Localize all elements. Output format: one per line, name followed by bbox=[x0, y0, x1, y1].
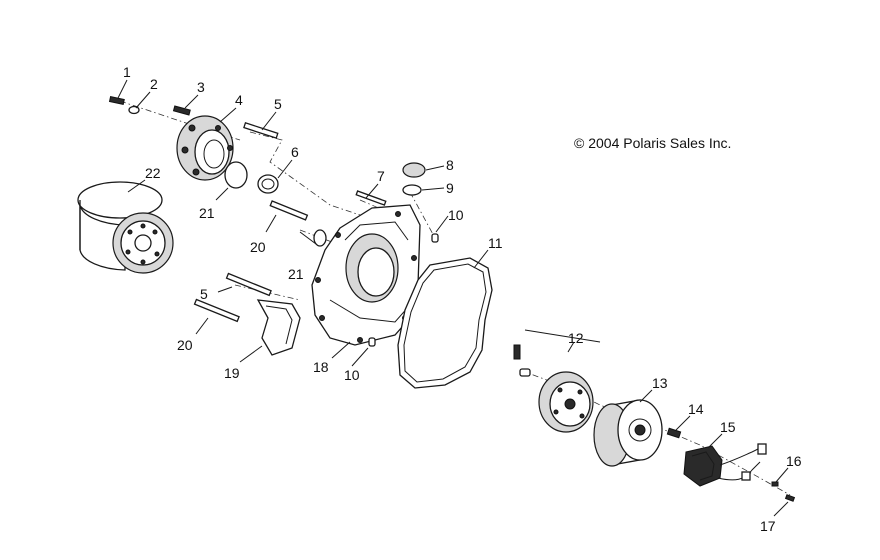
o-ring-part-9 bbox=[402, 184, 422, 196]
washer-part-2 bbox=[128, 105, 140, 115]
callout-19: 19 bbox=[224, 365, 240, 381]
o-ring-part-21-upper bbox=[224, 161, 248, 189]
bolt-part-1 bbox=[108, 95, 125, 105]
o-ring-part-21-lower bbox=[313, 229, 327, 247]
callout-5-lower: 5 bbox=[200, 286, 208, 302]
screw-part-17 bbox=[784, 494, 796, 502]
oil-filter-part-22 bbox=[77, 181, 174, 274]
callout-4: 4 bbox=[235, 92, 243, 108]
callout-18: 18 bbox=[313, 359, 329, 375]
bolt-part-20-lower bbox=[193, 298, 240, 323]
gasket-part-6 bbox=[257, 174, 279, 194]
callout-21-upper: 21 bbox=[199, 205, 215, 221]
callout-8: 8 bbox=[446, 157, 454, 173]
screw-part-16 bbox=[771, 481, 779, 487]
callout-21-lower: 21 bbox=[288, 266, 304, 282]
filter-housing-part-4 bbox=[176, 115, 234, 181]
crankcase-cover-part-18 bbox=[311, 204, 421, 346]
bolt-part-3 bbox=[172, 105, 191, 116]
callout-12: 12 bbox=[568, 330, 584, 346]
bracket-part-19 bbox=[256, 299, 301, 356]
callout-16: 16 bbox=[786, 453, 802, 469]
bolt-part-5-upper bbox=[243, 122, 279, 139]
callout-20-lower: 20 bbox=[177, 337, 193, 353]
callout-11: 11 bbox=[488, 235, 503, 251]
callout-15: 15 bbox=[720, 419, 736, 435]
callout-5-upper: 5 bbox=[274, 96, 282, 112]
bolt-part-20-upper bbox=[269, 200, 309, 221]
callout-17: 17 bbox=[760, 518, 776, 534]
callout-labels: 1 2 3 4 5 6 7 8 9 10 11 12 13 14 15 16 1… bbox=[123, 64, 802, 534]
cap-part-8 bbox=[402, 162, 426, 178]
flywheel-assembly-part-12 bbox=[513, 344, 594, 433]
cover-gasket-part-11 bbox=[397, 257, 493, 389]
stator-part-15 bbox=[683, 443, 767, 487]
dowel-part-10-upper bbox=[431, 233, 439, 243]
callout-3: 3 bbox=[197, 79, 205, 95]
callout-10-upper: 10 bbox=[448, 207, 464, 223]
callout-6: 6 bbox=[291, 144, 299, 160]
callout-1: 1 bbox=[123, 64, 131, 80]
callout-leaders bbox=[117, 79, 789, 517]
bolt-part-7 bbox=[355, 190, 387, 206]
callout-9: 9 bbox=[446, 180, 454, 196]
callout-7: 7 bbox=[377, 168, 385, 184]
dowel-part-10-lower bbox=[368, 337, 376, 347]
bolt-part-14 bbox=[666, 427, 682, 439]
callout-2: 2 bbox=[150, 76, 158, 92]
callout-14: 14 bbox=[688, 401, 704, 417]
bolt-part-5-lower bbox=[225, 272, 272, 297]
callout-13: 13 bbox=[652, 375, 668, 391]
callout-10-lower: 10 bbox=[344, 367, 360, 383]
copyright-notice: © 2004 Polaris Sales Inc. bbox=[574, 135, 732, 151]
callout-20-upper: 20 bbox=[250, 239, 266, 255]
callout-22: 22 bbox=[145, 165, 161, 181]
rotor-part-13 bbox=[593, 399, 663, 467]
